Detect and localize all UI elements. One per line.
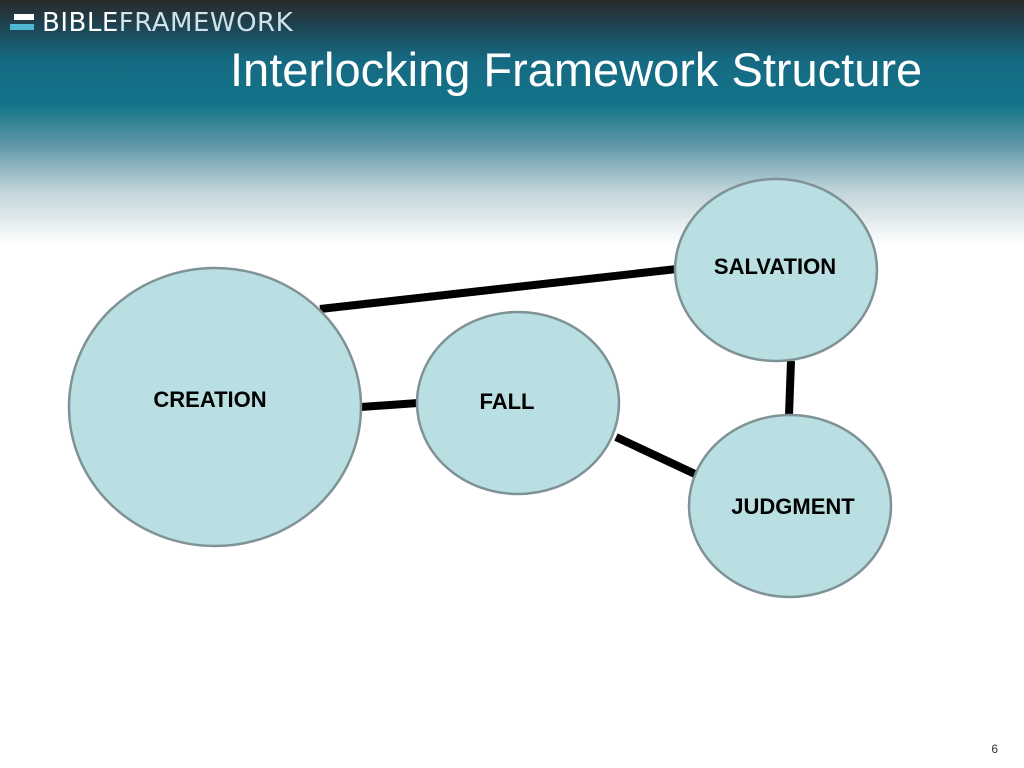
edge-creation-salvation [319,265,678,313]
node-label-salvation: SALVATION [713,254,837,279]
node-salvation [673,177,879,363]
brand-logo: BIBLEFRAMEWORK [8,8,293,38]
edge-salvation-judgment [785,360,795,416]
node-label-creation: CREATION [153,387,267,412]
slide-title: Interlocking Framework Structure [230,43,923,96]
edge-fall-judgment [614,433,697,478]
node-label-fall: FALL [479,389,535,414]
logo-text-framework: FRAMEWORK [118,8,294,38]
page-number: 6 [991,742,998,756]
node-creation [67,266,363,548]
edge-creation-fall [360,399,419,411]
logo-bars-icon [10,14,34,30]
node-label-judgment: JUDGMENT [731,494,855,519]
logo-text-bible: BIBLE [42,8,119,38]
node-fall [415,310,621,496]
header-band [0,0,1024,250]
node-judgment [687,413,893,599]
